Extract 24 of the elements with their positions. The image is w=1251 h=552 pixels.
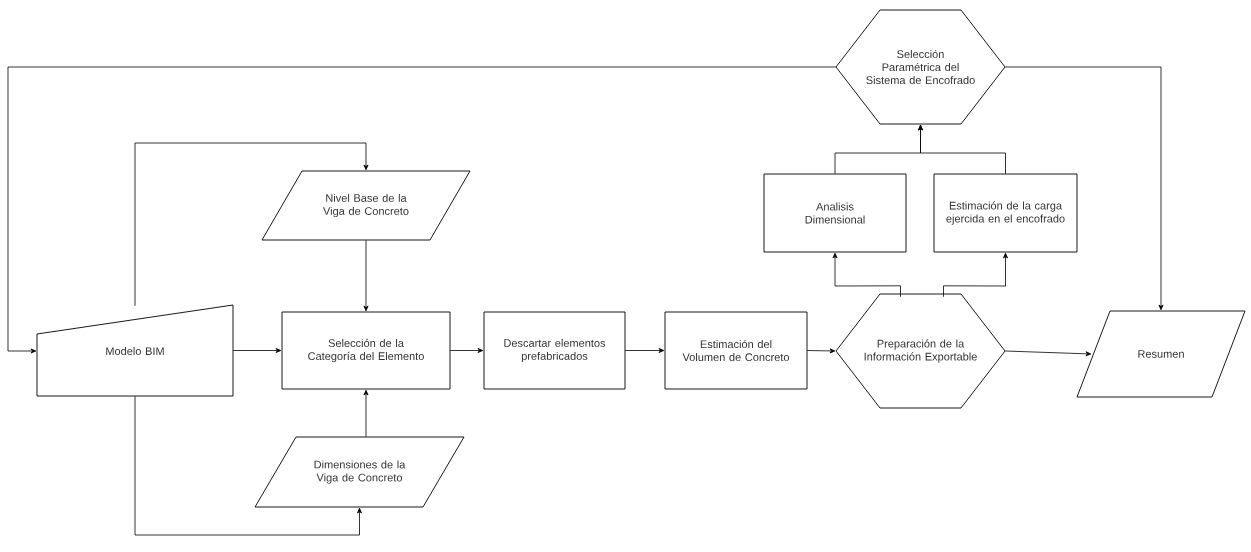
process-box: Estimación del Volumen de Concreto xyxy=(664,311,808,390)
preparation-hexagon: Selección Paramétrica del Sistema de Encofrado xyxy=(835,9,1006,125)
arrow xyxy=(134,395,362,536)
arrow xyxy=(1004,350,1092,357)
arrow xyxy=(832,252,901,298)
arrow xyxy=(363,239,369,312)
arrow xyxy=(232,348,282,353)
process-box: Selección de la Categoría del Elemento xyxy=(281,311,451,390)
data-parallelogram: Resumen xyxy=(1076,310,1246,398)
data-parallelogram: Nivel Base de la Viga de Concreto xyxy=(261,170,471,241)
process-box: Descartar elementos prefabricados xyxy=(483,311,626,390)
arrow xyxy=(624,348,665,353)
arrow xyxy=(918,124,1006,175)
arrow xyxy=(806,348,836,354)
arrow xyxy=(943,252,1008,298)
process-box: Estimación de la carga ejercida en el encofrado xyxy=(933,173,1078,253)
arrow xyxy=(134,142,369,307)
arrow xyxy=(7,66,837,354)
arrow xyxy=(1004,66,1164,311)
preparation-hexagon: Preparación de la Información Exportable xyxy=(835,293,1006,409)
arrow xyxy=(363,389,369,438)
arrow xyxy=(449,348,484,353)
data-parallelogram: Dimensiones de la Viga de Concreto xyxy=(254,436,465,508)
process-box: Analisis Dimensional xyxy=(763,173,907,253)
